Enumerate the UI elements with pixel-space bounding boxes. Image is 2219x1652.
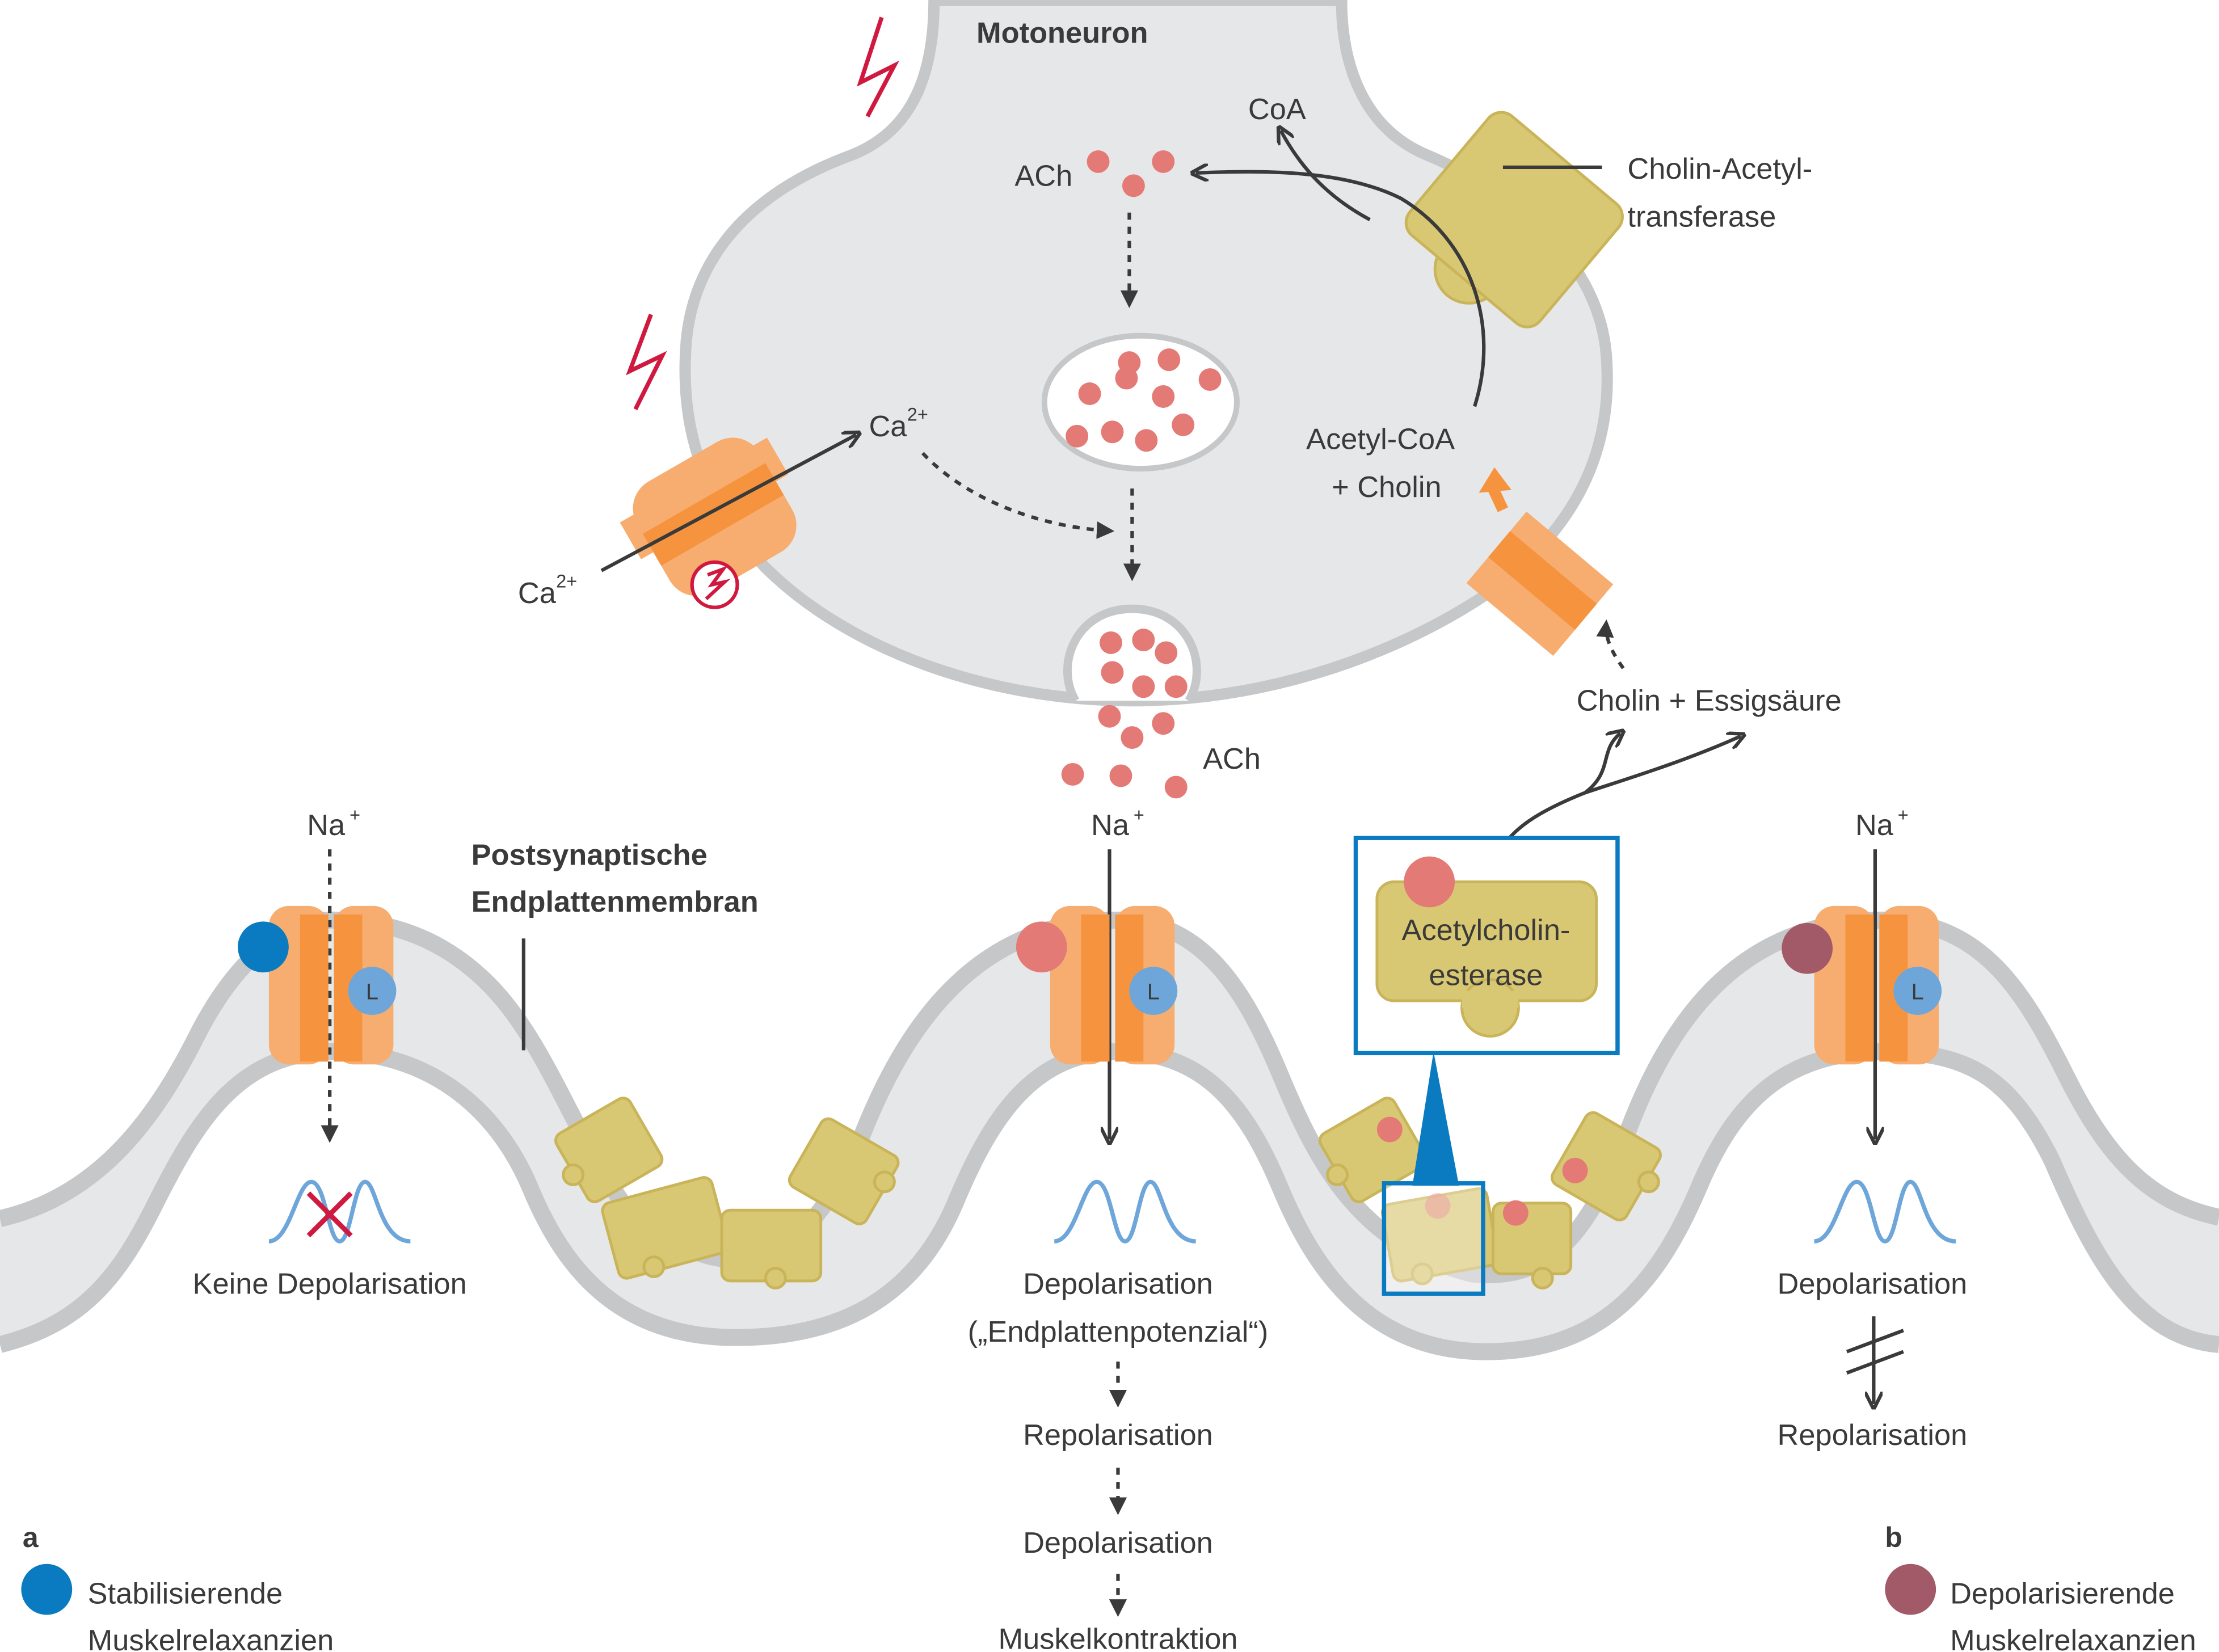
postsynaptic-label-2: Endplattenmembran bbox=[471, 886, 759, 918]
ligand-label-center: L bbox=[1147, 980, 1160, 1005]
legend-b: b Depolarisierende Muskelrelaxanzien bbox=[1885, 1522, 2196, 1652]
legend-b-swatch-icon bbox=[1885, 1564, 1936, 1615]
voltage-sensor-icon bbox=[690, 560, 739, 609]
ca-outside-label: Ca bbox=[518, 577, 557, 610]
ach-top-label: ACh bbox=[1014, 159, 1072, 192]
motoneuron-label: Motoneuron bbox=[976, 16, 1148, 49]
plus-cholin-label: + Cholin bbox=[1332, 471, 1442, 504]
ligand-marker-right-icon bbox=[1893, 967, 1942, 1015]
calcium-channel bbox=[620, 437, 797, 596]
cholin-acetyltransferase-label-2: transferase bbox=[1627, 201, 1776, 234]
legend-b-text-1: Depolarisierende bbox=[1950, 1578, 2175, 1611]
na-left-label: Na bbox=[307, 809, 346, 842]
blocked-cross-icon bbox=[306, 1191, 353, 1238]
transport-arrow-icon bbox=[1488, 486, 1508, 512]
repolarisation-center-label: Repolarisation bbox=[1023, 1419, 1213, 1452]
ach-molecules-top bbox=[1087, 150, 1175, 197]
ach-cleft-label: ACh bbox=[1203, 743, 1261, 776]
legend-a-letter: a bbox=[23, 1522, 39, 1553]
coa-label: CoA bbox=[1248, 93, 1306, 126]
legend-a-text-1: Stabilisierende bbox=[88, 1578, 283, 1611]
ca-inside-charge: 2+ bbox=[907, 404, 928, 424]
na-left-charge: + bbox=[350, 804, 360, 825]
ca-outside-charge: 2+ bbox=[556, 571, 577, 592]
stabilizing-relaxant-marker-icon bbox=[238, 921, 289, 973]
lightning-icon-top bbox=[857, 16, 900, 117]
legend-a: a Stabilisierende Muskelrelaxanzien bbox=[21, 1522, 334, 1652]
wave-left-icon bbox=[268, 1179, 411, 1244]
postsynaptic-label-1: Postsynaptische bbox=[471, 839, 708, 872]
ligand-label-left: L bbox=[366, 980, 378, 1005]
lightning-icon-left bbox=[626, 314, 667, 411]
acetylcholinesterase-label-1: Acetylcholin- bbox=[1402, 914, 1570, 947]
depolarisation-right-label: Depolarisation bbox=[1778, 1267, 1968, 1300]
transport-arrowhead-icon bbox=[1479, 467, 1511, 493]
wave-center-icon bbox=[1054, 1179, 1197, 1244]
choline-transporter bbox=[1466, 511, 1614, 656]
legend-a-swatch-icon bbox=[21, 1564, 73, 1615]
depolarizing-relaxant-marker-icon bbox=[1782, 922, 1833, 974]
na-right-label: Na bbox=[1855, 809, 1894, 842]
legend-a-text-2: Muskelrelaxanzien bbox=[88, 1624, 334, 1652]
cholin-essigsaeure-label: Cholin + Essigsäure bbox=[1577, 685, 1842, 718]
enzyme-chain-left bbox=[554, 1097, 900, 1289]
ach-molecules-cleft-right bbox=[1376, 1116, 1588, 1226]
depolarisation-center-label: Depolarisation bbox=[1023, 1267, 1213, 1300]
acetyl-coa-label: Acetyl-CoA bbox=[1306, 423, 1455, 456]
depolarisation-center-2-label: Depolarisation bbox=[1023, 1527, 1213, 1560]
na-center-charge: + bbox=[1134, 804, 1144, 825]
acetylcholinesterase-label-2: esterase bbox=[1429, 959, 1543, 992]
acetylcholinesterase-zoom-callout bbox=[1353, 836, 1620, 1296]
legend-b-text-2: Muskelrelaxanzien bbox=[1950, 1624, 2196, 1652]
na-center-label: Na bbox=[1091, 809, 1130, 842]
ach-bound-marker-icon bbox=[1016, 921, 1067, 973]
ach-vesicle bbox=[1041, 332, 1240, 472]
ca-inside-label: Ca bbox=[869, 410, 907, 443]
exocytosis-vesicle bbox=[1061, 604, 1201, 799]
muskelkontraktion-label: Muskelkontraktion bbox=[998, 1622, 1237, 1652]
ligand-marker-left-icon bbox=[348, 967, 397, 1015]
repolarisation-right-label: Repolarisation bbox=[1778, 1419, 1968, 1452]
ligand-label-right: L bbox=[1911, 980, 1924, 1005]
endplattenpotenzial-label: („Endplattenpotenzial“) bbox=[968, 1316, 1269, 1348]
ligand-marker-center-icon bbox=[1129, 967, 1178, 1015]
cholin-acetyltransferase-label-1: Cholin-Acetyl- bbox=[1627, 153, 1812, 186]
keine-depolarisation-label: Keine Depolarisation bbox=[193, 1267, 467, 1300]
wave-right-icon bbox=[1813, 1179, 1956, 1244]
legend-b-letter: b bbox=[1885, 1522, 1902, 1553]
na-right-charge: + bbox=[1898, 804, 1909, 825]
